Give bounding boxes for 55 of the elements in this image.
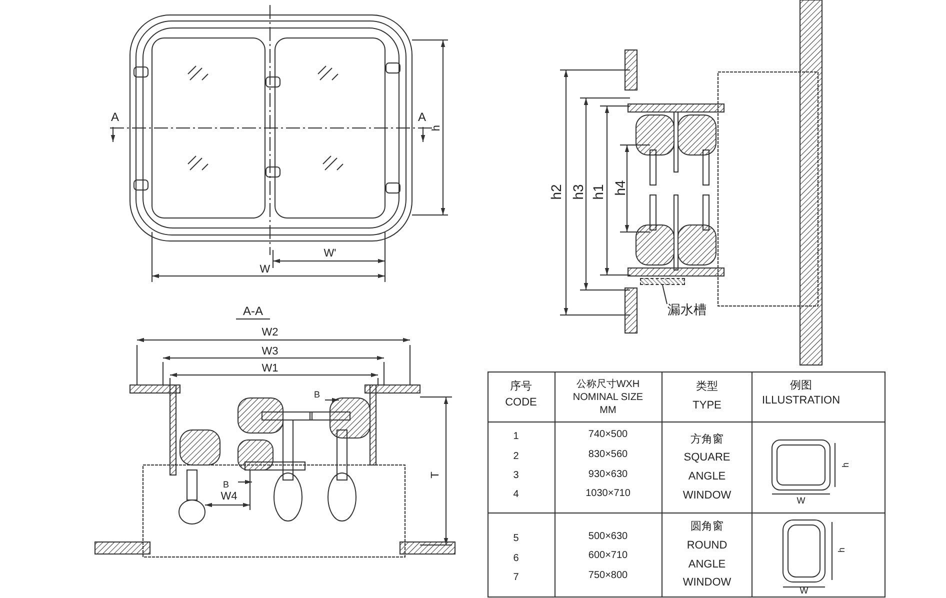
dimension-label: h (432, 124, 442, 132)
dimension-label: T (430, 472, 442, 478)
table-cell-text: SQUARE (684, 452, 730, 464)
table-cell-text: 7 (513, 573, 519, 583)
table-cell-text: 2 (513, 452, 519, 462)
section-marker-label: A (418, 111, 426, 123)
drain-channel (640, 278, 685, 285)
table-cell-text: 500×630 (588, 532, 628, 542)
table-cell-text: 4 (513, 490, 519, 500)
table-cell-text: 序号 (510, 382, 532, 392)
icon-dimension-label: h (842, 462, 850, 468)
dimension-label: W' (324, 248, 336, 260)
section-marker-label: B (314, 390, 320, 400)
table-cell-text: 公称尺寸WXH (576, 380, 640, 390)
table-cell-text: 600×710 (588, 551, 628, 561)
icon-dimension-label: W (800, 586, 808, 596)
table-cell-text: ANGLE (688, 472, 726, 482)
table-cell-text: 1 (513, 432, 519, 442)
table-cell-text: WINDOW (682, 578, 732, 588)
table-cell-text: ILLUSTRATION (762, 396, 840, 406)
section-marker-label: B (223, 480, 229, 490)
section-label: A-A (243, 305, 263, 317)
part-label: 漏水槽 (665, 302, 709, 318)
table-cell-text: 圆角窗 (690, 522, 724, 532)
dimension-label: h4 (613, 180, 627, 196)
table-cell-text: 方角窗 (690, 434, 724, 446)
dimension-label: h3 (571, 184, 585, 200)
section-marker-label: A (111, 111, 119, 123)
table-cell-text: WINDOW (682, 490, 732, 502)
table-cell-text: 740×500 (588, 430, 628, 440)
table-cell-text: 类型 (696, 382, 718, 392)
table-cell-text: 750×800 (588, 571, 628, 581)
table-cell-text: MM (600, 406, 616, 416)
dimension-label: h1 (591, 184, 605, 200)
dimension-label: W3 (262, 346, 278, 358)
table-cell-text: ANGLE (688, 560, 726, 570)
table-cell-text: 830×560 (588, 450, 628, 460)
icon-dimension-label: W (796, 496, 806, 506)
dimension-label: W4 (220, 492, 238, 502)
dimension-label: W (260, 264, 270, 276)
table-cell-text: ROUND (686, 540, 728, 552)
table-cell-text: 6 (513, 554, 519, 564)
table-cell-text: 930×630 (588, 470, 628, 480)
table-cell-text: 例图 (790, 380, 812, 392)
dimension-label: W1 (262, 364, 278, 374)
table-cell-text: 1030×710 (586, 489, 630, 499)
leader-line (662, 284, 668, 304)
dimension-label: W2 (262, 328, 278, 338)
table-cell-text: NOMINAL SIZE (572, 393, 644, 403)
icon-dimension-label: h (838, 548, 846, 552)
table-cell-text: 5 (513, 534, 519, 544)
dimension-label: h2 (549, 184, 563, 200)
table-cell-text: CODE (505, 398, 537, 408)
table-cell-text: 3 (513, 471, 519, 481)
table-cell-text: TYPE (692, 400, 722, 412)
